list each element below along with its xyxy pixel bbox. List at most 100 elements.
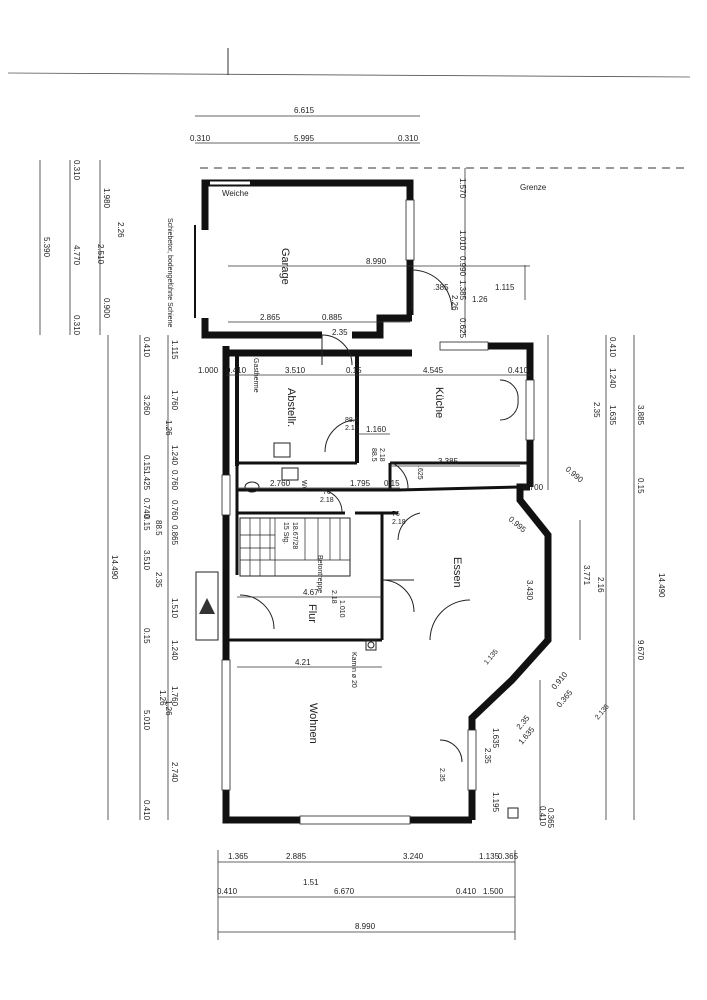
dim-left-11: 1.760 — [170, 390, 179, 411]
dim-right-8: 1.240 — [608, 368, 617, 389]
dim-top-garage-inner: 5.995 — [294, 134, 315, 143]
dim-left-2: 1.980 — [102, 188, 111, 209]
post-marker — [507, 807, 519, 819]
stair-type-label: Betontreppe — [316, 555, 323, 593]
dim-wc-width: 2.760 — [270, 479, 291, 488]
dim-right-23: 1.635 — [491, 728, 500, 749]
dim-essen-step: 0.700 — [523, 483, 544, 492]
kueche-label: Küche — [433, 387, 445, 418]
stair-steps-label: 15 Stg. — [282, 522, 289, 544]
dim-right-7: 0.410 — [608, 337, 617, 358]
dim-right-20: 0.365 — [555, 688, 575, 710]
page-edge-line — [7, 72, 691, 78]
dim-bottom-1: 1.365 — [228, 852, 249, 861]
dim-left-7: 0.310 — [72, 315, 81, 336]
bottom-dimension-lines — [217, 850, 516, 940]
dim-right-5: 0.625 — [458, 318, 467, 339]
kamin-label: Kamin ø 20 — [350, 652, 357, 688]
right-dimension-lines — [464, 168, 635, 820]
dim-garage-left-section: 2.865 — [260, 313, 281, 322]
dim-left-27: 1.240 — [170, 640, 179, 661]
dim-right-3: 0.990 — [458, 256, 467, 277]
chimney — [365, 639, 377, 651]
top-dimension-lines — [195, 115, 530, 668]
abstell-door-dim-b: 2.18 — [345, 425, 359, 432]
dim-right-11: 2.35 — [592, 402, 601, 418]
essen-window-dim: 1.135 — [483, 648, 500, 666]
dim-left-28: 1.760 — [170, 686, 179, 707]
dim-right-overall: 14.490 — [657, 573, 666, 598]
dim-left-30: 5.010 — [142, 710, 151, 731]
dim-right-25: 1.195 — [491, 792, 500, 813]
fireplace — [195, 571, 219, 641]
dim-left-32: 0.410 — [142, 800, 151, 821]
wohnen-label: Wohnen — [307, 703, 319, 744]
dim-left-16: 0.760 — [170, 470, 179, 491]
dim-kueche-lower: 3.385 — [438, 457, 459, 466]
dim-left-offset: 1.000 — [198, 366, 219, 375]
dim-garage-right: 1.115 — [495, 283, 515, 292]
garage-door-arc — [411, 269, 453, 311]
dim-right-2: 1.010 — [458, 230, 467, 251]
dim-left-19: 88.5 — [154, 520, 163, 536]
dim-right-10: 3.885 — [636, 405, 645, 426]
house-walls — [222, 342, 552, 824]
stair-ratio-label: 18.67/28 — [291, 522, 298, 549]
staircase — [239, 517, 351, 577]
dim-top-overall: 6.615 — [294, 106, 315, 115]
dim-hall-width: 1.795 — [350, 479, 371, 488]
dim-hall-step: 1.160 — [366, 425, 387, 434]
grenze-label: Grenze — [520, 183, 547, 192]
dim-hall-wall: 0.15 — [384, 479, 400, 488]
flur-door-dim-a: 76 — [392, 511, 400, 518]
dim-bottom-7: 0.410 — [217, 887, 238, 896]
dim-garage-step: .385 — [433, 283, 449, 292]
dim-wohnen-top: 4.21 — [295, 658, 311, 667]
garage-door-dim: 2.35 — [332, 328, 348, 337]
dim-right-16: 3.771 — [582, 565, 591, 586]
abstellr-label: Abstellr. — [285, 388, 297, 427]
dim-kueche-step: .625 — [416, 466, 423, 480]
dim-bottom-5: 0.365 — [498, 852, 519, 861]
dim-garage-height: 2.26 — [116, 222, 125, 238]
flur-door-dim-b: 2.18 — [392, 519, 406, 526]
dim-left-31: 2.740 — [170, 762, 179, 783]
dim-right-13: 0.990 — [564, 465, 586, 485]
dim-left-4: 4.770 — [72, 245, 81, 266]
dim-inner-wall: 0.15 — [346, 366, 362, 375]
wc-sink-fixture — [281, 467, 299, 481]
dim-top-right-wall: 0.310 — [398, 134, 419, 143]
dim-bottom-2: 2.885 — [286, 852, 307, 861]
dim-right-27: 0.365 — [546, 808, 555, 829]
dim-right-18: 9.670 — [636, 640, 645, 661]
windows — [221, 199, 535, 825]
dim-right-essen-h: 2.16 — [596, 577, 605, 593]
dim-right-wall: 0.410 — [508, 366, 529, 375]
left-dimension-lines — [39, 160, 169, 820]
dim-left-1: 0.310 — [72, 160, 81, 181]
dim-left-17: 0.740 — [142, 498, 151, 519]
dim-right-14: 0.995 — [507, 515, 529, 535]
dim-left-23: 3.510 — [142, 550, 151, 571]
essen-label: Essen — [451, 557, 463, 588]
dim-kueche-width: 4.545 — [423, 366, 444, 375]
dim-bottom-6: 1.51 — [303, 878, 319, 887]
sink-fixture — [273, 442, 291, 458]
dim-left-29: 1.26 — [158, 690, 167, 706]
dim-left-3: 5.390 — [42, 237, 51, 258]
kueche-door-dim-b: 2.18 — [378, 448, 385, 462]
dim-left-5: 2.510 — [96, 244, 105, 265]
abstell-door-dim-a: 88.5 — [345, 417, 359, 424]
dim-left-18: 0.15 — [142, 515, 151, 531]
dim-bottom-8: 6.670 — [334, 887, 355, 896]
dim-garage-door: 0.885 — [322, 313, 343, 322]
dim-left-24: 2.35 — [154, 572, 163, 588]
dim-left-15: 1.425 — [142, 470, 151, 491]
toilet-fixture — [244, 481, 260, 493]
fireplace-icon — [199, 598, 215, 614]
doors — [239, 334, 519, 763]
dim-left-26: 0.15 — [142, 628, 151, 644]
dim-left-25: 1.510 — [170, 598, 179, 619]
dim-bottom-4: 1.135 — [479, 852, 500, 861]
dim-bottom-overall: 8.990 — [355, 922, 376, 931]
